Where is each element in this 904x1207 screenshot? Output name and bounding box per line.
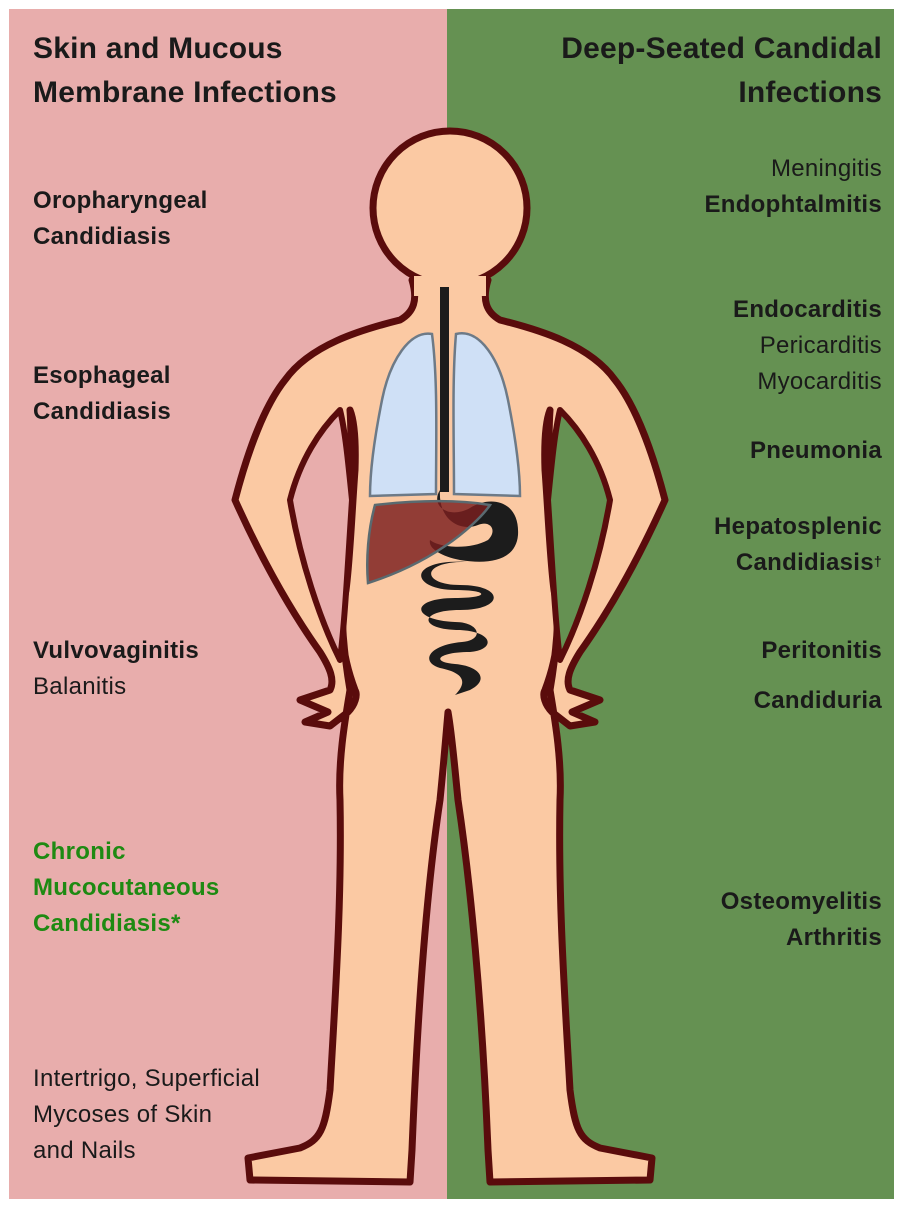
dagger-mark: †	[874, 553, 882, 569]
label-vulvovaginitis-balanitis: Vulvovaginitis Balanitis	[33, 633, 199, 705]
label-line: Endophtalmitis	[704, 187, 882, 223]
label-line: Pneumonia	[750, 433, 882, 469]
label-line: Endocarditis	[733, 292, 882, 328]
left-heading-line2: Membrane Infections	[33, 71, 337, 115]
label-line: Chronic	[33, 834, 220, 870]
label-line: Candiduria	[754, 683, 882, 719]
label-osteomyelitis-arthritis: Osteomyelitis Arthritis	[721, 884, 882, 956]
label-line: Candidiasis*	[33, 906, 220, 942]
right-heading-line1: Deep-Seated Candidal	[561, 27, 882, 71]
label-line: Pericarditis	[733, 328, 882, 364]
right-heading: Deep-Seated Candidal Infections	[561, 27, 882, 115]
label-line: and Nails	[33, 1133, 260, 1169]
label-candiduria: Candiduria	[754, 683, 882, 719]
label-line: Candidiasis	[33, 394, 171, 430]
label-line: Peritonitis	[761, 633, 882, 669]
label-line: Osteomyelitis	[721, 884, 882, 920]
left-heading-line1: Skin and Mucous	[33, 27, 337, 71]
label-line: Esophageal	[33, 358, 171, 394]
label-line: Intertrigo, Superficial	[33, 1061, 260, 1097]
label-hepatosplenic-candidiasis: Hepatosplenic Candidiasis†	[714, 509, 882, 581]
label-line: Meningitis	[704, 151, 882, 187]
label-meningitis-endophtalmitis: Meningitis Endophtalmitis	[704, 151, 882, 223]
label-pneumonia: Pneumonia	[750, 433, 882, 469]
neck-patch	[414, 276, 486, 296]
esophagus	[440, 287, 449, 492]
left-heading: Skin and Mucous Membrane Infections	[33, 27, 337, 115]
label-line: Vulvovaginitis	[33, 633, 199, 669]
label-line: Hepatosplenic	[714, 509, 882, 545]
label-esophageal-candidiasis: Esophageal Candidiasis	[33, 358, 171, 430]
label-line: Candidiasis	[736, 549, 874, 576]
label-line: Myocarditis	[733, 364, 882, 400]
right-heading-line2: Infections	[561, 71, 882, 115]
label-line: Balanitis	[33, 669, 199, 705]
label-intertrigo-superficial-mycoses: Intertrigo, Superficial Mycoses of Skin …	[33, 1061, 260, 1169]
label-endocarditis-pericarditis-myocarditis: Endocarditis Pericarditis Myocarditis	[733, 292, 882, 400]
label-line: Oropharyngeal	[33, 183, 208, 219]
label-peritonitis: Peritonitis	[761, 633, 882, 669]
label-line: Mycoses of Skin	[33, 1097, 260, 1133]
head	[373, 131, 527, 285]
label-line: Mucocutaneous	[33, 870, 220, 906]
label-oropharyngeal-candidiasis: Oropharyngeal Candidiasis	[33, 183, 208, 255]
label-line: Candidiasis	[33, 219, 208, 255]
body-outline	[235, 280, 665, 1182]
label-chronic-mucocutaneous-candidiasis: Chronic Mucocutaneous Candidiasis*	[33, 834, 220, 942]
label-line: Arthritis	[721, 920, 882, 956]
